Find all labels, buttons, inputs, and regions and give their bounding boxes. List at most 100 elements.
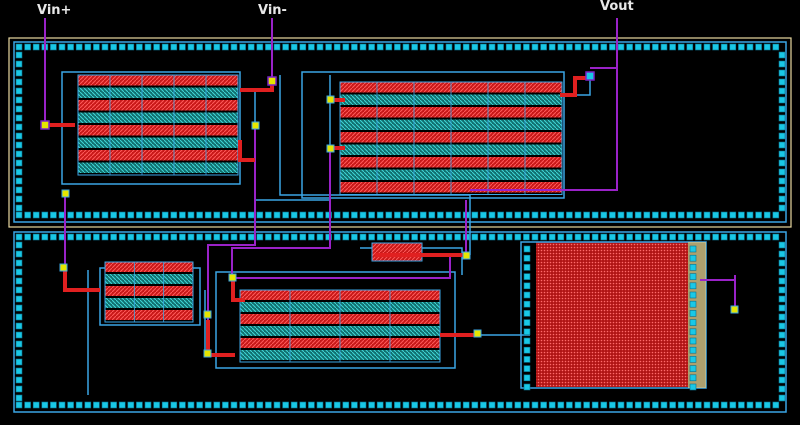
resistor-block bbox=[371, 242, 423, 262]
capacitor-via bbox=[523, 273, 531, 280]
guard-ring-via bbox=[583, 233, 590, 241]
guard-ring-via bbox=[15, 241, 23, 249]
guard-ring-via bbox=[196, 401, 203, 409]
contact-via bbox=[203, 310, 212, 319]
guard-ring-via bbox=[15, 96, 23, 104]
guard-ring-via bbox=[333, 211, 341, 219]
guard-ring-via bbox=[394, 233, 401, 241]
guard-ring-via bbox=[738, 401, 745, 409]
guard-ring-via bbox=[15, 401, 23, 409]
guard-ring-via bbox=[110, 233, 117, 241]
guard-ring-via bbox=[273, 401, 281, 409]
guard-ring-via bbox=[118, 233, 126, 241]
guard-ring-via bbox=[778, 87, 786, 95]
device-finger-row bbox=[78, 150, 238, 161]
guard-ring-via bbox=[471, 211, 479, 219]
contact-via bbox=[203, 349, 212, 358]
guard-ring-via bbox=[161, 43, 169, 51]
guard-ring-via bbox=[763, 401, 771, 409]
guard-ring-via bbox=[282, 43, 289, 51]
guard-ring-via bbox=[738, 211, 745, 219]
guard-ring-via bbox=[161, 233, 169, 241]
guard-ring-via bbox=[454, 211, 461, 219]
guard-ring-via bbox=[738, 43, 745, 51]
guard-ring-via bbox=[574, 401, 582, 409]
guard-ring-via bbox=[540, 401, 547, 409]
guard-ring-via bbox=[58, 401, 66, 409]
device-outline bbox=[339, 81, 563, 195]
guard-ring-via bbox=[778, 340, 786, 348]
capacitor-via bbox=[523, 356, 531, 363]
guard-ring-via bbox=[15, 295, 23, 303]
guard-ring-via bbox=[428, 233, 436, 241]
guard-ring-via bbox=[411, 211, 418, 219]
guard-ring-via bbox=[15, 150, 23, 158]
capacitor-via bbox=[523, 254, 531, 262]
guard-ring-via bbox=[778, 123, 786, 131]
guard-ring-via bbox=[523, 43, 530, 51]
contact-via bbox=[228, 273, 237, 282]
guard-ring-via bbox=[617, 401, 625, 409]
capacitor-via bbox=[523, 337, 531, 345]
guard-ring-via bbox=[196, 43, 203, 51]
guard-ring-via bbox=[308, 211, 315, 219]
guard-ring-via bbox=[299, 211, 307, 219]
guard-ring-via bbox=[505, 43, 513, 51]
contact-via bbox=[473, 329, 482, 338]
guard-ring-via bbox=[778, 259, 786, 267]
guard-ring-bottom-outline bbox=[13, 231, 787, 413]
device-finger-row bbox=[78, 162, 238, 173]
guard-ring-via bbox=[204, 401, 212, 409]
capacitor-via bbox=[523, 310, 531, 317]
guard-ring-via bbox=[652, 211, 659, 219]
guard-ring-via bbox=[316, 43, 324, 51]
capacitor-via-column bbox=[523, 245, 697, 391]
guard-ring-via bbox=[58, 43, 66, 51]
guard-ring-via bbox=[660, 211, 668, 219]
guard-ring-via bbox=[265, 401, 272, 409]
contact-via bbox=[61, 189, 70, 198]
guard-ring-via bbox=[333, 43, 341, 51]
guard-ring-via bbox=[222, 211, 229, 219]
guard-ring-via bbox=[566, 233, 573, 241]
guard-ring-via bbox=[531, 43, 539, 51]
guard-ring-via bbox=[247, 233, 255, 241]
guard-ring-via bbox=[101, 401, 109, 409]
guard-ring-via bbox=[763, 233, 771, 241]
guard-ring-via bbox=[170, 401, 178, 409]
guard-ring-via bbox=[695, 211, 702, 219]
guard-ring-via bbox=[462, 43, 470, 51]
guard-ring-via bbox=[712, 233, 719, 241]
device-outline bbox=[104, 261, 194, 323]
capacitor-via bbox=[689, 254, 697, 262]
capacitor-via bbox=[523, 365, 531, 372]
guard-ring-via bbox=[376, 401, 384, 409]
guard-ring-via bbox=[626, 233, 633, 241]
guard-ring-via bbox=[333, 401, 341, 409]
guard-ring-via bbox=[778, 177, 786, 185]
guard-ring-via bbox=[273, 233, 281, 241]
guard-ring-via bbox=[660, 401, 668, 409]
guard-ring-via bbox=[316, 401, 324, 409]
guard-ring-via bbox=[196, 233, 203, 241]
guard-ring-via bbox=[265, 43, 272, 51]
guard-ring-via bbox=[497, 401, 504, 409]
guard-ring-via bbox=[84, 211, 92, 219]
guard-ring-via bbox=[437, 233, 444, 241]
guard-ring-via bbox=[222, 401, 229, 409]
guard-ring-via bbox=[772, 211, 780, 219]
guard-ring-via bbox=[583, 43, 590, 51]
guard-ring-via bbox=[265, 211, 272, 219]
guard-ring-via bbox=[15, 233, 23, 241]
guard-ring-via bbox=[720, 233, 728, 241]
guard-ring-via bbox=[583, 211, 590, 219]
guard-ring-via bbox=[617, 211, 625, 219]
vout-pin-marker bbox=[585, 71, 595, 81]
pin-label-vin-plus: Vin+ bbox=[37, 3, 72, 18]
capacitor-via bbox=[523, 282, 531, 290]
guard-ring-via bbox=[634, 43, 642, 51]
guard-ring-via bbox=[15, 60, 23, 68]
guard-ring-via bbox=[41, 401, 49, 409]
guard-ring-via bbox=[445, 233, 453, 241]
